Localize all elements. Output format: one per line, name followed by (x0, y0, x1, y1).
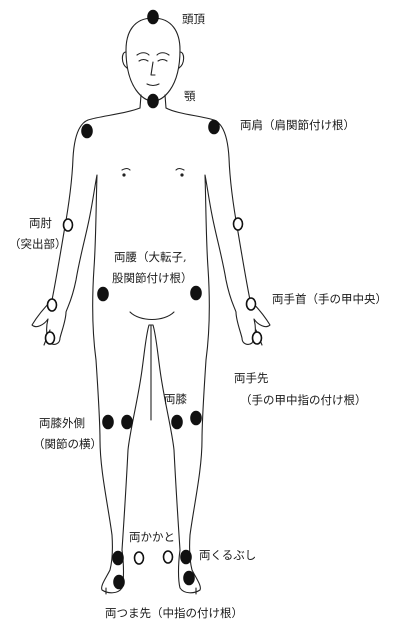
marker-left-ankle (113, 552, 123, 565)
label-ankles: 両くるぶし (199, 548, 256, 563)
marker-chin (148, 95, 158, 108)
marker-left-toe (114, 576, 124, 589)
marker-right-wrist (247, 298, 256, 310)
marker-right-ankle (181, 551, 191, 564)
label-heels: 両かかと (129, 530, 175, 545)
label-elbows-note: （突出部） (9, 237, 67, 252)
label-wrists: 両手首（手の甲中央） (272, 292, 387, 307)
label-fingertips: 両手先 (234, 371, 269, 386)
marker-left-wrist (48, 299, 57, 311)
marker-left-fingertip (46, 332, 55, 344)
label-hips-line1: 両腰（大転子, (114, 250, 187, 265)
marker-right-hip (191, 287, 201, 300)
label-shoulders: 両肩（肩関節付け根） (240, 118, 355, 133)
label-elbows: 両肘 (29, 216, 52, 231)
marker-right-knee-inner (172, 416, 182, 429)
marker-left-knee-inner (122, 416, 132, 429)
marker-left-elbow (64, 219, 73, 231)
label-toes: 両つま先（中指の付け根） (105, 606, 243, 621)
label-chin: 顎 (184, 89, 196, 104)
marker-right-fingertip (253, 332, 262, 344)
marker-right-knee-outer (191, 412, 201, 425)
marker-left-hip (98, 288, 108, 301)
head-outline (126, 18, 180, 101)
marker-left-shoulder (82, 125, 92, 138)
marker-right-elbow (234, 218, 243, 230)
label-fingertips-note: （手の甲中指の付け根） (240, 393, 367, 408)
marker-left-heel (135, 552, 144, 564)
marker-right-toe (184, 572, 194, 585)
label-knee-outer-note: （関節の横） (33, 437, 102, 452)
label-knee-outer: 両膝外側 (39, 416, 85, 431)
label-head-top: 頭頂 (182, 12, 205, 27)
label-knees: 両膝 (164, 392, 187, 407)
marker-right-shoulder (209, 121, 219, 134)
marker-right-heel (164, 551, 173, 563)
label-hips-line2: 股関節付け根） (112, 271, 193, 286)
marker-left-knee-outer (103, 416, 113, 429)
marker-head-top (148, 11, 158, 24)
